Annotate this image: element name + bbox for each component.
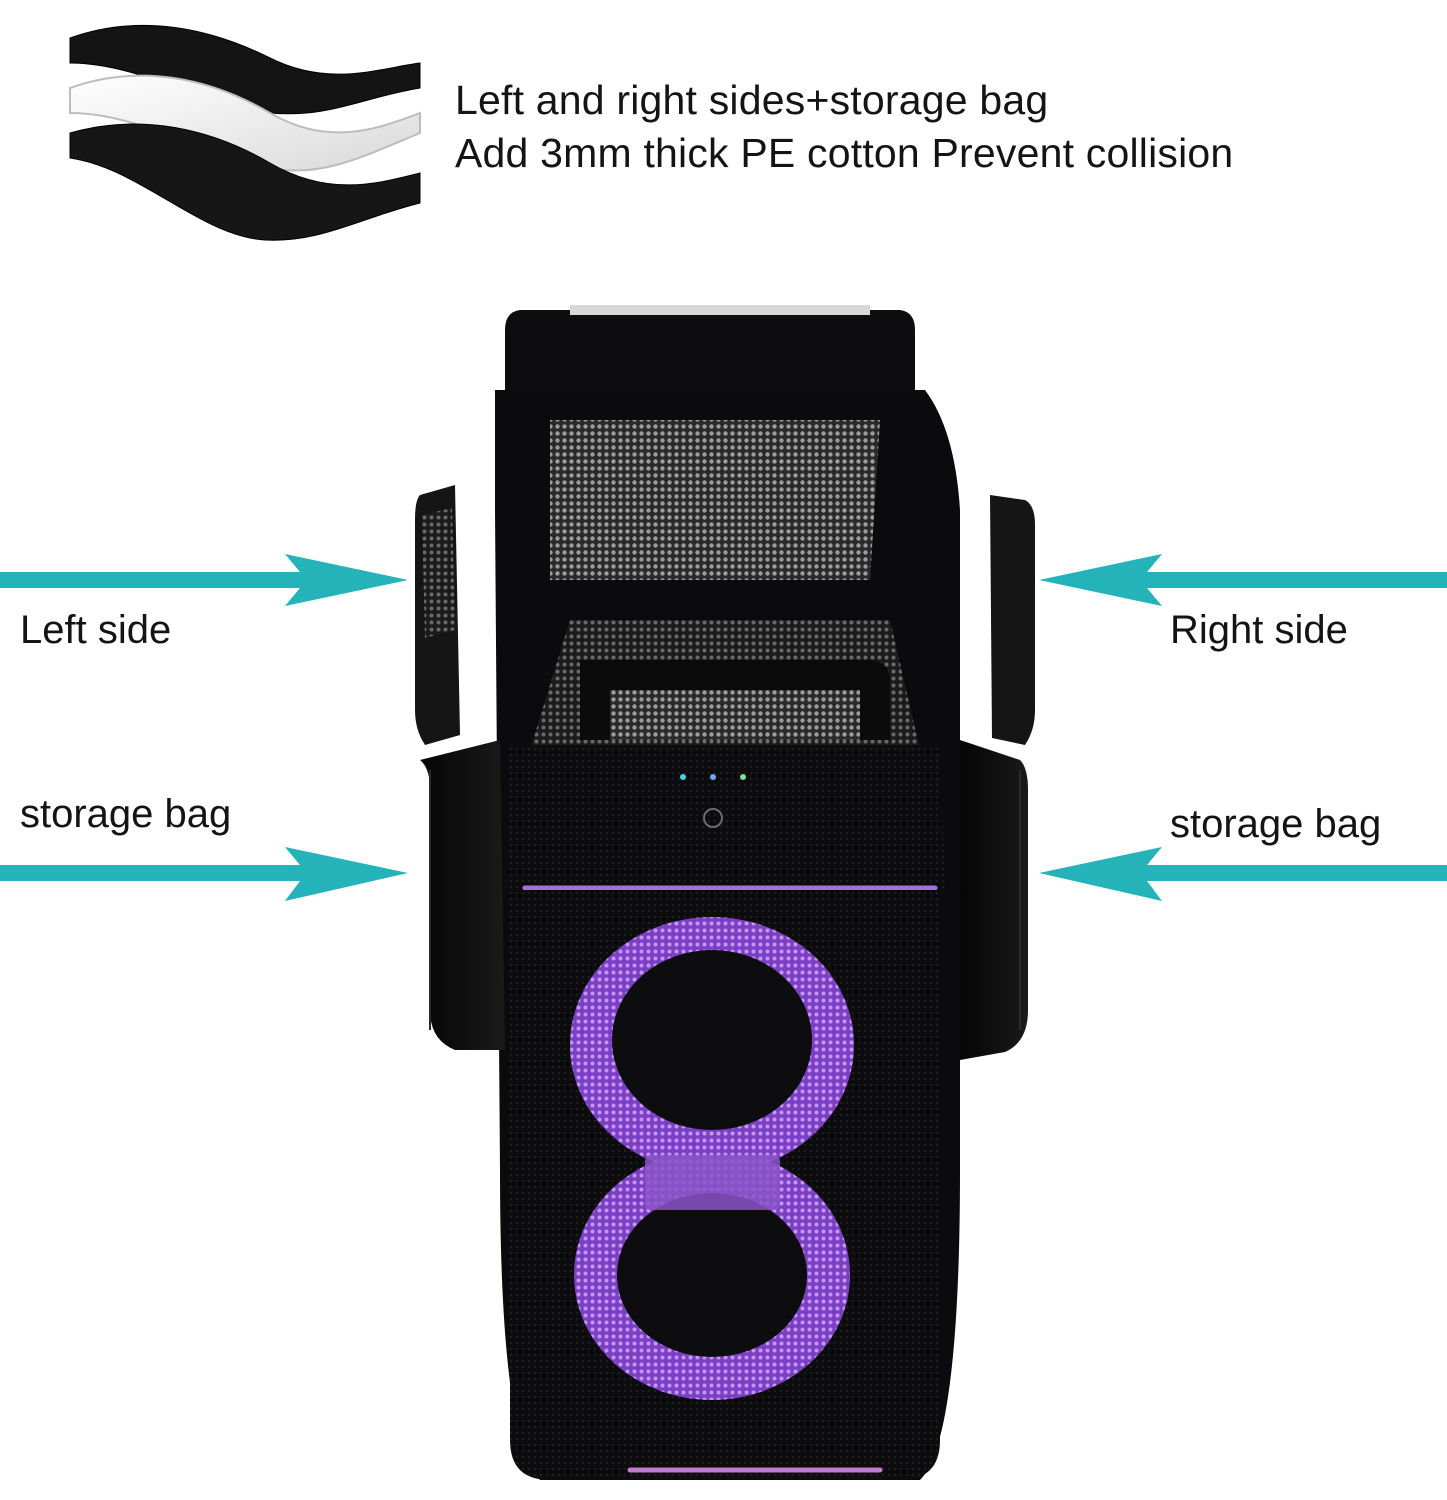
right-storage-label: storage bag bbox=[1170, 802, 1382, 846]
left-side-arrow-icon bbox=[0, 554, 408, 606]
left-storage-arrow-icon bbox=[0, 847, 408, 901]
headline-line-1: Left and right sides+storage bag bbox=[455, 77, 1049, 123]
right-storage-arrow-icon bbox=[1039, 847, 1447, 901]
headline-line-2: Add 3mm thick PE cotton Prevent collisio… bbox=[455, 130, 1234, 176]
right-side-arrow-icon bbox=[1039, 554, 1447, 606]
left-storage-label: storage bag bbox=[20, 792, 232, 836]
right-side-label: Right side bbox=[1170, 608, 1348, 652]
foam-layers-icon bbox=[69, 24, 421, 241]
feature-headline: Left and right sides+storage bag Add 3mm… bbox=[455, 74, 1233, 180]
left-side-label: Left side bbox=[20, 608, 172, 652]
speaker-bag-image bbox=[415, 305, 1035, 1480]
